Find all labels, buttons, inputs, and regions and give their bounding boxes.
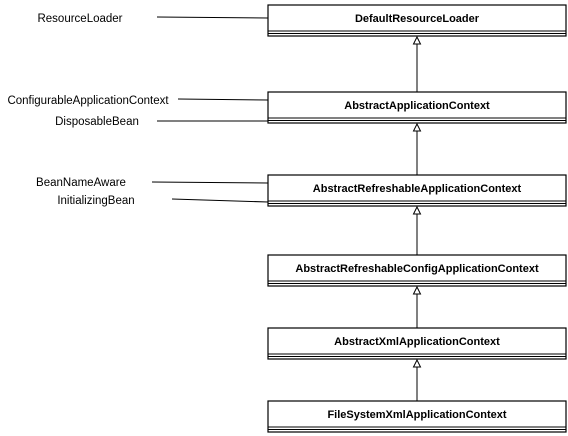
class-box-abstract-refreshable-config-application-context[interactable]: AbstractRefreshableConfigApplicationCont… bbox=[267, 254, 567, 287]
inheritance-arrowhead bbox=[412, 358, 422, 368]
inheritance-edge bbox=[412, 205, 422, 255]
interface-initializing-bean: InitializingBean bbox=[57, 195, 134, 207]
inheritance-edge bbox=[412, 285, 422, 328]
interface-bean-name-aware: BeanNameAware bbox=[36, 177, 126, 189]
inheritance-arrowhead bbox=[412, 205, 422, 215]
class-name: AbstractXmlApplicationContext bbox=[334, 336, 500, 348]
class-name: DefaultResourceLoader bbox=[355, 13, 480, 25]
class-box-file-system-xml-application-context[interactable]: FileSystemXmlApplicationContext bbox=[267, 400, 567, 433]
interface-resource-loader: ResourceLoader bbox=[37, 13, 122, 25]
interface-connector-line bbox=[177, 98, 269, 101]
inheritance-edges bbox=[412, 35, 422, 401]
inheritance-edge bbox=[412, 122, 422, 175]
inheritance-edge bbox=[412, 35, 422, 92]
class-name: FileSystemXmlApplicationContext bbox=[327, 409, 506, 421]
class-name: AbstractRefreshableConfigApplicationCont… bbox=[295, 263, 539, 275]
inheritance-arrowhead bbox=[412, 35, 422, 45]
interface-labels: ResourceLoaderConfigurableApplicationCon… bbox=[7, 13, 169, 207]
inheritance-arrowhead bbox=[412, 122, 422, 132]
interface-label: ConfigurableApplicationContext bbox=[7, 95, 169, 107]
class-box-abstract-xml-application-context[interactable]: AbstractXmlApplicationContext bbox=[267, 327, 567, 360]
class-box-abstract-refreshable-application-context[interactable]: AbstractRefreshableApplicationContext bbox=[267, 174, 567, 207]
interface-configurable-application-context: ConfigurableApplicationContext bbox=[7, 95, 169, 107]
interface-connector-line bbox=[151, 181, 269, 184]
interface-links bbox=[151, 16, 269, 203]
interface-label: InitializingBean bbox=[57, 195, 134, 207]
class-box-abstract-application-context[interactable]: AbstractApplicationContext bbox=[267, 91, 567, 124]
interface-label: BeanNameAware bbox=[36, 177, 126, 189]
interface-label: ResourceLoader bbox=[37, 13, 122, 25]
class-box-default-resource-loader[interactable]: DefaultResourceLoader bbox=[267, 4, 567, 37]
interface-disposable-bean: DisposableBean bbox=[55, 116, 139, 128]
interface-connector-line bbox=[156, 16, 269, 19]
class-name: AbstractApplicationContext bbox=[344, 100, 490, 112]
class-boxes: DefaultResourceLoaderAbstractApplication… bbox=[267, 4, 567, 433]
interface-label: DisposableBean bbox=[55, 116, 139, 128]
class-name: AbstractRefreshableApplicationContext bbox=[313, 183, 522, 195]
inheritance-edge bbox=[412, 358, 422, 401]
inheritance-arrowhead bbox=[412, 285, 422, 295]
interface-connector-line bbox=[171, 198, 269, 203]
